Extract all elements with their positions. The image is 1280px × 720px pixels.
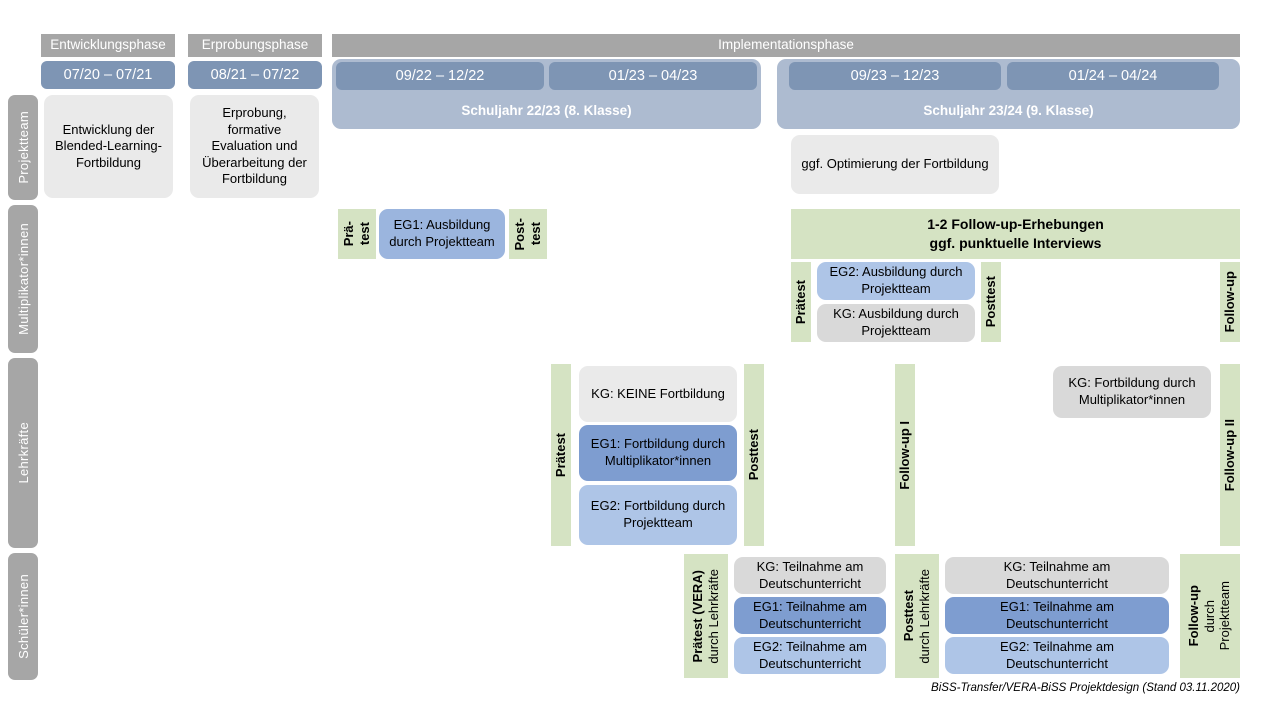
posttest-lehrkraefte-text: Posttest <box>745 429 761 481</box>
test-follow-up-schueler: Follow-up durch Projektteam <box>1180 554 1240 678</box>
school-year-label-22-23: Schuljahr 22/23 (8. Klasse) <box>461 102 632 118</box>
task-kg-fortbildung-multiplikatoren: KG: Fortbildung durch Multiplikator*inne… <box>1053 366 1211 418</box>
test-praetest-vera-schueler: Prätest (VERA) durch Lehrkräfte <box>684 554 728 678</box>
follow-up-text: Follow-up <box>1221 271 1237 333</box>
task-eg1-teilnahme-deutschunterricht-1: EG1: Teilnahme am Deutschunterricht <box>734 597 886 634</box>
follow-up-schueler-bold: Follow-up <box>1185 585 1201 647</box>
posttest-text: Posttest <box>982 276 998 328</box>
row-label-multiplikatorinnen-text: Multiplikator*innen <box>15 223 31 335</box>
row-label-schuelerinnen-text: Schüler*innen <box>15 574 31 659</box>
row-label-lehrkraefte: Lehrkräfte <box>8 358 38 548</box>
task-eg1-ausbildung-projektteam: EG1: Ausbildung durch Projektteam <box>379 209 505 259</box>
school-year-group-22-23: 09/22 – 12/22 01/23 – 04/23 Schuljahr 22… <box>332 59 761 129</box>
praetest-line-1: Prä- <box>340 221 356 247</box>
follow-up-banner-line-2: ggf. punktuelle Interviews <box>929 235 1102 251</box>
praetest-lehrkraefte-text: Prätest <box>552 432 568 478</box>
follow-up-schueler-sub-2: Projektteam <box>1217 581 1233 651</box>
test-posttest-multiplikatoren-1: Post- test <box>509 209 547 259</box>
follow-up-2-text: Follow-up II <box>1221 418 1237 492</box>
period-pill-09-23-12-23: 09/23 – 12/23 <box>789 62 1001 90</box>
task-kg-ausbildung-projektteam: KG: Ausbildung durch Projektteam <box>817 304 975 342</box>
banner-follow-up-erhebungen: 1-2 Follow-up-Erhebungen ggf. punktuelle… <box>791 209 1240 259</box>
task-eg1-teilnahme-deutschunterricht-2: EG1: Teilnahme am Deutschunterricht <box>945 597 1169 634</box>
posttest-line-2: test <box>527 222 543 246</box>
task-erprobung-evaluation: Erprobung, formative Evaluation und Über… <box>190 95 319 198</box>
task-kg-teilnahme-deutschunterricht-2: KG: Teilnahme am Deutschunterricht <box>945 557 1169 594</box>
task-kg-teilnahme-deutschunterricht-1: KG: Teilnahme am Deutschunterricht <box>734 557 886 594</box>
phase-header-implementationsphase: Implementationsphase <box>332 34 1240 57</box>
task-eg2-teilnahme-deutschunterricht-1: EG2: Teilnahme am Deutschunterricht <box>734 637 886 674</box>
posttest-line-1: Post- <box>511 217 527 251</box>
task-eg1-fortbildung-multiplikatoren: EG1: Fortbildung durch Multiplikator*inn… <box>579 425 737 481</box>
test-posttest-schueler: Posttest durch Lehrkräfte <box>895 554 939 678</box>
period-pill-07-20-07-21: 07/20 – 07/21 <box>41 61 175 89</box>
period-pill-09-22-12-22: 09/22 – 12/22 <box>336 62 544 90</box>
test-praetest-multiplikatoren-2: Prätest <box>791 262 811 342</box>
row-label-multiplikatorinnen: Multiplikator*innen <box>8 205 38 353</box>
test-follow-up-2-lehrkraefte: Follow-up II <box>1220 364 1240 546</box>
posttest-schueler-sub: durch Lehrkräfte <box>916 568 932 664</box>
phase-header-entwicklungsphase: Entwicklungsphase <box>41 34 175 57</box>
task-eg2-teilnahme-deutschunterricht-2: EG2: Teilnahme am Deutschunterricht <box>945 637 1169 674</box>
test-posttest-multiplikatoren-2: Posttest <box>981 262 1001 342</box>
praetest-text: Prätest <box>792 279 808 325</box>
row-label-lehrkraefte-text: Lehrkräfte <box>15 422 31 484</box>
task-eg2-ausbildung-projektteam: EG2: Ausbildung durch Projektteam <box>817 262 975 300</box>
praetest-line-2: test <box>356 222 372 246</box>
test-posttest-lehrkraefte: Posttest <box>744 364 764 546</box>
task-optimierung-fortbildung: ggf. Optimierung der Fortbildung <box>791 135 999 194</box>
period-pill-01-24-04-24: 01/24 – 04/24 <box>1007 62 1219 90</box>
follow-up-schueler-sub-1: durch <box>1201 599 1217 633</box>
footer-caption: BiSS-Transfer/VERA-BiSS Projektdesign (S… <box>931 682 1240 694</box>
task-eg2-fortbildung-projektteam: EG2: Fortbildung durch Projektteam <box>579 485 737 545</box>
row-label-projektteam: Projektteam <box>8 95 38 200</box>
praetest-vera-bold: Prätest (VERA) <box>689 569 705 663</box>
row-label-projektteam-text: Projektteam <box>15 111 31 184</box>
test-follow-up-1-lehrkraefte: Follow-up I <box>895 364 915 546</box>
task-kg-keine-fortbildung: KG: KEINE Fortbildung <box>579 366 737 422</box>
test-praetest-multiplikatoren-1: Prä- test <box>338 209 376 259</box>
row-label-schuelerinnen: Schüler*innen <box>8 553 38 680</box>
test-follow-up-multiplikatoren: Follow-up <box>1220 262 1240 342</box>
period-pill-01-23-04-23: 01/23 – 04/23 <box>549 62 757 90</box>
phase-header-erprobungsphase: Erprobungsphase <box>188 34 322 57</box>
follow-up-1-text: Follow-up I <box>896 420 912 490</box>
posttest-schueler-bold: Posttest <box>900 590 916 642</box>
school-year-group-23-24: 09/23 – 12/23 01/24 – 04/24 Schuljahr 23… <box>777 59 1240 129</box>
school-year-label-23-24: Schuljahr 23/24 (9. Klasse) <box>923 102 1094 118</box>
period-pill-08-21-07-22: 08/21 – 07/22 <box>188 61 322 89</box>
praetest-vera-sub: durch Lehrkräfte <box>705 568 721 664</box>
follow-up-banner-line-1: 1-2 Follow-up-Erhebungen <box>927 216 1104 233</box>
test-praetest-lehrkraefte: Prätest <box>551 364 571 546</box>
task-entwicklung-fortbildung: Entwicklung der Blended-Learning-Fortbil… <box>44 95 173 198</box>
